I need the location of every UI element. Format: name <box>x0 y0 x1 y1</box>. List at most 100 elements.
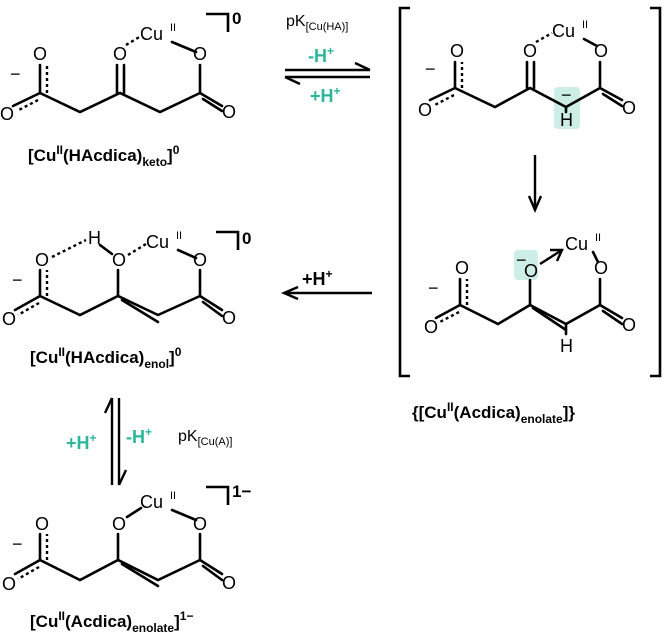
atom-o: O <box>450 41 464 61</box>
carbanion-backbone <box>453 86 602 109</box>
plus-h-bottom: +H+ <box>66 431 97 453</box>
atom-cu: Cu <box>140 24 163 44</box>
intermediate-bracket-right <box>650 6 662 378</box>
enolate-double-bond <box>531 306 568 332</box>
pk-label-top: pK[Cu(HA)] <box>286 13 348 33</box>
atom-o: O <box>424 317 438 337</box>
atom-o: O <box>222 308 236 328</box>
left-arrowhead <box>280 285 299 301</box>
structure-charge: 0 <box>242 229 251 248</box>
enolate-minus: − <box>516 250 527 270</box>
atom-o: O <box>112 514 126 534</box>
cu-oxidation-state: II <box>176 230 182 242</box>
atom-o: O <box>2 309 16 329</box>
enol-backbone <box>38 294 202 317</box>
minus-h-bottom: -H+ <box>126 425 152 447</box>
structure-enolate: O O − O O O Cu II 1− [CuII(Acdica)enolat… <box>2 482 251 635</box>
atom-o: O <box>193 250 207 270</box>
structure-charge: 1− <box>232 482 251 501</box>
minus-charge: − <box>428 278 439 298</box>
structure-carbanion: O O − O − H O O Cu II <box>418 19 636 130</box>
enolate-backbone <box>38 558 202 582</box>
atom-o: O <box>622 98 636 118</box>
keto-bond <box>198 91 224 108</box>
structure-enolate-intermediate: O O − − O H O O Cu II {[CuII(Acdica)enol… <box>412 232 636 426</box>
structure-label-enolate-intermediate: {[CuII(Acdica)enolate]} <box>412 400 575 426</box>
enolate-bond <box>598 303 624 320</box>
atom-o: O <box>455 258 469 278</box>
enolate-bond <box>601 309 624 326</box>
enol-bond <box>198 294 224 312</box>
down-arrowhead <box>527 195 543 214</box>
enolate-bond <box>434 303 462 320</box>
cu-oxidation-state: II <box>582 19 588 31</box>
structure-enol: O O − O H O O Cu II 0 [CuII(HAcdica)enol… <box>2 228 251 371</box>
pk-label-bottom: pK[Cu(A)] <box>178 428 232 448</box>
enolate-dash <box>437 310 460 325</box>
enolate-highlight <box>514 250 538 280</box>
enolate-double-bond <box>120 562 160 588</box>
plus-h-middle: +H+ <box>302 267 333 289</box>
cu-o-bond <box>170 40 198 54</box>
enol-dash <box>17 301 40 317</box>
atom-o: O <box>524 261 538 281</box>
minus-charge: − <box>12 534 23 554</box>
enol-double-bond <box>120 298 160 324</box>
cu-o-bond <box>582 37 599 48</box>
carbanion-bond <box>598 86 624 102</box>
charge-bracket <box>216 230 240 250</box>
enolate-bond <box>198 558 224 576</box>
atom-o: O <box>222 573 236 593</box>
cu-o-bond <box>125 506 143 519</box>
atom-h: H <box>88 228 101 248</box>
enolate-backbone <box>458 303 602 326</box>
atom-o: O <box>112 250 126 270</box>
cu-o-bond <box>170 508 198 522</box>
coordination-dash <box>535 31 553 44</box>
charge-bracket <box>206 12 230 32</box>
o-h-bond <box>98 243 114 256</box>
atom-cu: Cu <box>552 21 575 41</box>
minus-charge: − <box>425 59 436 79</box>
atom-o: O <box>0 104 14 124</box>
forward-arrowhead <box>354 61 371 72</box>
cu-o-bond <box>176 248 198 260</box>
cu-oxidation-state: II <box>595 232 601 244</box>
enol-bond <box>13 294 42 312</box>
atom-o: O <box>523 41 537 61</box>
cu-o-bond <box>591 250 600 264</box>
structure-label-enol: [CuII(HAcdica)enol]0 <box>30 345 182 371</box>
structure-label-enolate: [CuII(Acdica)enolate]1− <box>30 609 193 635</box>
atom-o: O <box>113 44 127 64</box>
atom-o: O <box>35 250 49 270</box>
atom-cu: Cu <box>146 232 169 252</box>
atom-o: O <box>193 514 207 534</box>
atom-cu: Cu <box>140 492 163 512</box>
enolate-bond <box>201 564 224 582</box>
atom-o: O <box>418 100 432 120</box>
coordination-dash <box>127 242 147 257</box>
keto-bond <box>11 91 42 108</box>
atom-o: O <box>222 102 236 122</box>
keto-dash <box>16 98 39 113</box>
reverse-arrowhead <box>284 75 301 86</box>
cu-oxidation-state: II <box>170 22 176 34</box>
carbanion-minus: − <box>561 85 572 105</box>
carbanion-bond <box>601 92 624 108</box>
enolate-dash <box>17 565 40 581</box>
structure-charge: 0 <box>232 9 241 28</box>
coordination-dash <box>125 34 142 47</box>
cu-oxidation-state: II <box>170 490 176 502</box>
atom-o: O <box>33 44 47 64</box>
dative-arrowhead <box>550 248 564 262</box>
minus-h-top: -H+ <box>308 44 334 66</box>
carbanion-dash <box>432 93 455 108</box>
keto-backbone <box>38 91 202 114</box>
equilibrium-arrow-top: pK[Cu(HA)] -H+ +H+ <box>284 13 371 106</box>
atom-h: H <box>560 336 573 356</box>
minus-charge: − <box>10 64 21 84</box>
minus-charge: − <box>12 270 23 290</box>
atom-cu: Cu <box>565 234 588 254</box>
enolate-bond <box>13 558 42 576</box>
